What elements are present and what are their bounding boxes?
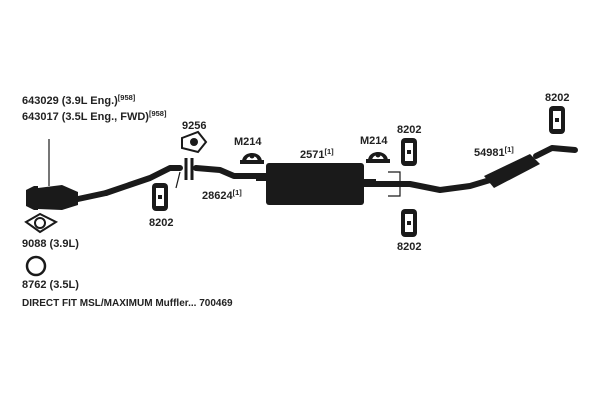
gasket-8762[interactable] [25,255,47,277]
hanger-8202-right[interactable] [549,106,565,134]
hanger-8202-top-label: 8202 [397,124,421,136]
hanger-8202-bottom-label: 8202 [397,241,421,253]
footer-note: DIRECT FIT MSL/MAXIMUM Muffler... 700469 [22,298,233,309]
gasket-9088[interactable] [24,212,59,234]
hanger-8202-left-label: 8202 [149,217,173,229]
clamp-m214-right[interactable] [366,152,390,163]
clamp-m214-right-label: M214 [360,135,388,147]
flange-gasket-9256[interactable] [181,130,208,154]
hanger-8202-top[interactable] [401,138,417,166]
hanger-8202-left[interactable] [152,183,168,211]
pipe-28624[interactable] [193,165,261,179]
tailpipe-54981-label: 54981[1] [474,145,514,159]
tailpipe-54981[interactable] [484,145,578,188]
muffler-2571[interactable] [256,163,376,205]
intermediate-pipe[interactable] [103,165,183,196]
hanger-8202-right-label: 8202 [545,92,569,104]
rear-connector-pipe[interactable] [373,171,493,197]
gasket-8762-label: 8762 (3.5L) [22,279,79,291]
converter-39-label: 643029 (3.9L Eng.)[958] [22,93,136,107]
catalytic-converter[interactable] [26,139,109,210]
gasket-9088-label: 9088 (3.9L) [22,238,79,250]
gasket-9256-label: 9256 [182,120,206,132]
flange-joint [175,158,194,189]
muffler-2571-label: 2571[1] [300,147,334,161]
clamp-m214-left-label: M214 [234,136,262,148]
pipe-28624-label: 28624[1] [202,188,242,202]
clamp-m214-left[interactable] [240,153,264,164]
hanger-8202-bottom[interactable] [401,209,417,237]
converter-35-label: 643017 (3.5L Eng., FWD)[958] [22,109,167,123]
